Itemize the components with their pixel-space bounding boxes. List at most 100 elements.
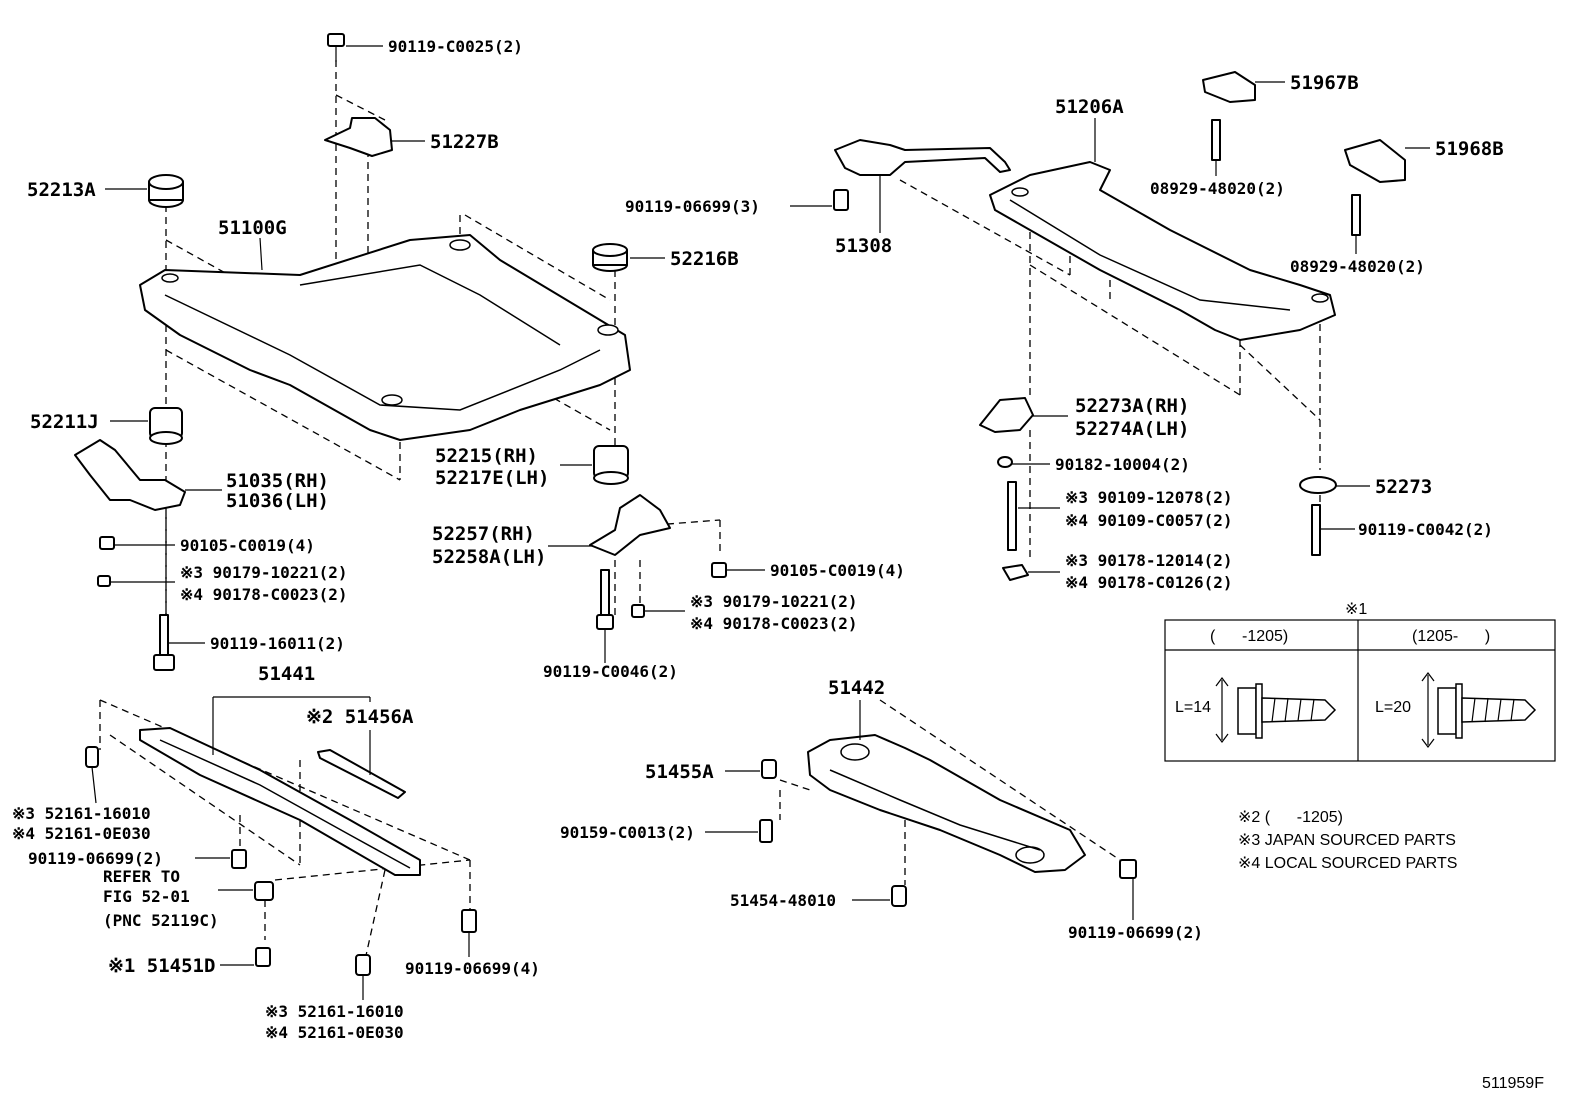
label-51206A[interactable]: 51206A [1055,96,1124,118]
label-52161-0E030-b[interactable]: ※4 52161-0E030 [265,1023,404,1042]
label-51035[interactable]: 51035(RH) [226,470,329,492]
label-90182-10004[interactable]: 90182-10004(2) [1055,455,1190,474]
table-title: ※1 [1345,601,1367,618]
brace-51308-shape [834,139,1011,176]
label-51968B[interactable]: 51968B [1435,138,1504,160]
label-90119-06699-2a[interactable]: 90119-06699(2) [28,849,163,868]
bolt-51451D-shape [255,947,271,967]
table-col2-length: L=20 [1375,699,1411,716]
bolt-90105-C0019-a-shape [99,536,115,550]
table-col1-length: L=14 [1175,699,1211,716]
label-90105-C0019-b[interactable]: 90105-C0019(4) [770,561,905,580]
crossmember-51100G-shape [139,234,631,441]
label-90109-C0057[interactable]: ※4 90109-C0057(2) [1065,511,1233,530]
clip-refer-shape [254,881,274,901]
label-51036[interactable]: 51036(LH) [226,490,329,512]
label-refer-to[interactable]: REFER TO [103,867,180,886]
label-51451D[interactable]: ※1 51451D [108,955,215,977]
label-51442[interactable]: 51442 [828,677,885,699]
clip-51455A-shape [761,759,777,779]
screw-icon [1421,672,1537,748]
cushion-52273-shape [1299,476,1337,494]
label-52273[interactable]: 52273 [1375,476,1432,498]
label-90119-C0046[interactable]: 90119-C0046(2) [543,662,678,681]
label-90119-06699-3[interactable]: 90119-06699(3) [625,197,760,216]
label-90109-12078[interactable]: ※3 90109-12078(2) [1065,488,1233,507]
bolt-08929-a-shape [1211,119,1221,161]
nut-90178-12014-shape [1002,564,1029,581]
label-refer-fig[interactable]: FIG 52-01 [103,887,190,906]
label-51100G[interactable]: 51100G [218,217,287,239]
figure-id: 511959F [1482,1075,1544,1092]
label-51227B[interactable]: 51227B [430,131,499,153]
label-51456A[interactable]: ※2 51456A [306,706,414,728]
label-52161-16010-b[interactable]: ※3 52161-16010 [265,1002,404,1021]
label-08929-48020-b[interactable]: 08929-48020(2) [1290,257,1425,276]
label-90119-C0025[interactable]: 90119-C0025(2) [388,37,523,56]
label-52257[interactable]: 52257(RH) [432,523,535,545]
label-90119-06699-2b[interactable]: 90119-06699(2) [1068,923,1203,942]
label-51454-48010[interactable]: 51454-48010 [730,891,836,910]
label-90105-C0019-a[interactable]: 90105-C0019(4) [180,536,315,555]
note-4: ※4 LOCAL SOURCED PARTS [1238,855,1457,872]
mount-52273A-shape [979,397,1034,433]
label-90178-C0023-a[interactable]: ※4 90178-C0023(2) [180,585,348,604]
label-90179-10221-a[interactable]: ※3 90179-10221(2) [180,563,348,582]
label-52258A[interactable]: 52258A(LH) [432,546,546,568]
undercover-51442-shape [807,734,1086,873]
label-52273A[interactable]: 52273A(RH) [1075,395,1189,417]
screw-icon [1215,677,1337,743]
bolt-90119-C0025-shape [327,33,345,62]
label-08929-48020-a[interactable]: 08929-48020(2) [1150,179,1285,198]
table-col1-header: ( -1205) [1210,628,1288,645]
label-51308[interactable]: 51308 [835,235,892,257]
bolt-90105-C0019-b-shape [711,562,727,578]
label-90179-10221-b[interactable]: ※3 90179-10221(2) [690,592,858,611]
label-90119-C0042[interactable]: 90119-C0042(2) [1358,520,1493,539]
strip-51456A-shape [317,749,406,799]
bolt-90119-06699-4-shape [461,909,477,933]
label-52217E[interactable]: 52217E(LH) [435,467,549,489]
bolt-90159-C0013-shape [759,819,773,843]
label-90159-C0013[interactable]: 90159-C0013(2) [560,823,695,842]
label-90119-16011[interactable]: 90119-16011(2) [210,634,345,653]
bracket-52257-shape [589,494,671,556]
bolt-90119-06699-2a-shape [231,849,247,869]
label-52215[interactable]: 52215(RH) [435,445,538,467]
label-52161-0E030-a[interactable]: ※4 52161-0E030 [12,824,151,843]
label-52213A[interactable]: 52213A [27,179,96,201]
washer-90179-a-shape [97,575,111,587]
part-labels: 90119-C0025(2) 51227B 52213A 51100G 9011… [12,37,1544,1092]
bolt-90119-C0046-shape [596,569,614,630]
leader-lines [91,45,1430,1000]
cushion-52213A-shape [148,174,184,208]
table-col2-header: (1205- ) [1412,628,1490,645]
label-51455A[interactable]: 51455A [645,761,714,783]
undercover-51441-shape [139,727,421,876]
washer-90182-shape [997,456,1013,468]
bolt-90119-16011-shape [153,614,175,671]
bracket-51968B-shape [1344,139,1406,183]
fastener-length-table: ※1 ( -1205) (1205- ) L=14 L=20 [1164,601,1556,762]
cushion-52215-shape [593,445,629,485]
label-90178-12014[interactable]: ※3 90178-12014(2) [1065,551,1233,570]
label-51967B[interactable]: 51967B [1290,72,1359,94]
clip-51454-shape [891,885,907,907]
label-90178-C0126[interactable]: ※4 90178-C0126(2) [1065,573,1233,592]
bracket-51035-shape [74,439,186,511]
cushion-52216B-shape [592,243,628,272]
label-52161-16010-a[interactable]: ※3 52161-16010 [12,804,151,823]
label-52216B[interactable]: 52216B [670,248,739,270]
bolt-90119-06699-3-shape [833,189,849,211]
clip-52161-b-shape [355,954,371,976]
label-52211J[interactable]: 52211J [30,411,99,433]
label-90178-C0023-b[interactable]: ※4 90178-C0023(2) [690,614,858,633]
cushion-52211J-shape [149,407,183,445]
label-51441[interactable]: 51441 [258,663,315,685]
label-90119-06699-4[interactable]: 90119-06699(4) [405,959,540,978]
bolt-90119-06699-2b-shape [1119,859,1137,879]
label-52274A[interactable]: 52274A(LH) [1075,418,1189,440]
note-2: ※2 ( -1205) [1238,809,1343,826]
label-refer-pnc[interactable]: (PNC 52119C) [103,911,219,930]
